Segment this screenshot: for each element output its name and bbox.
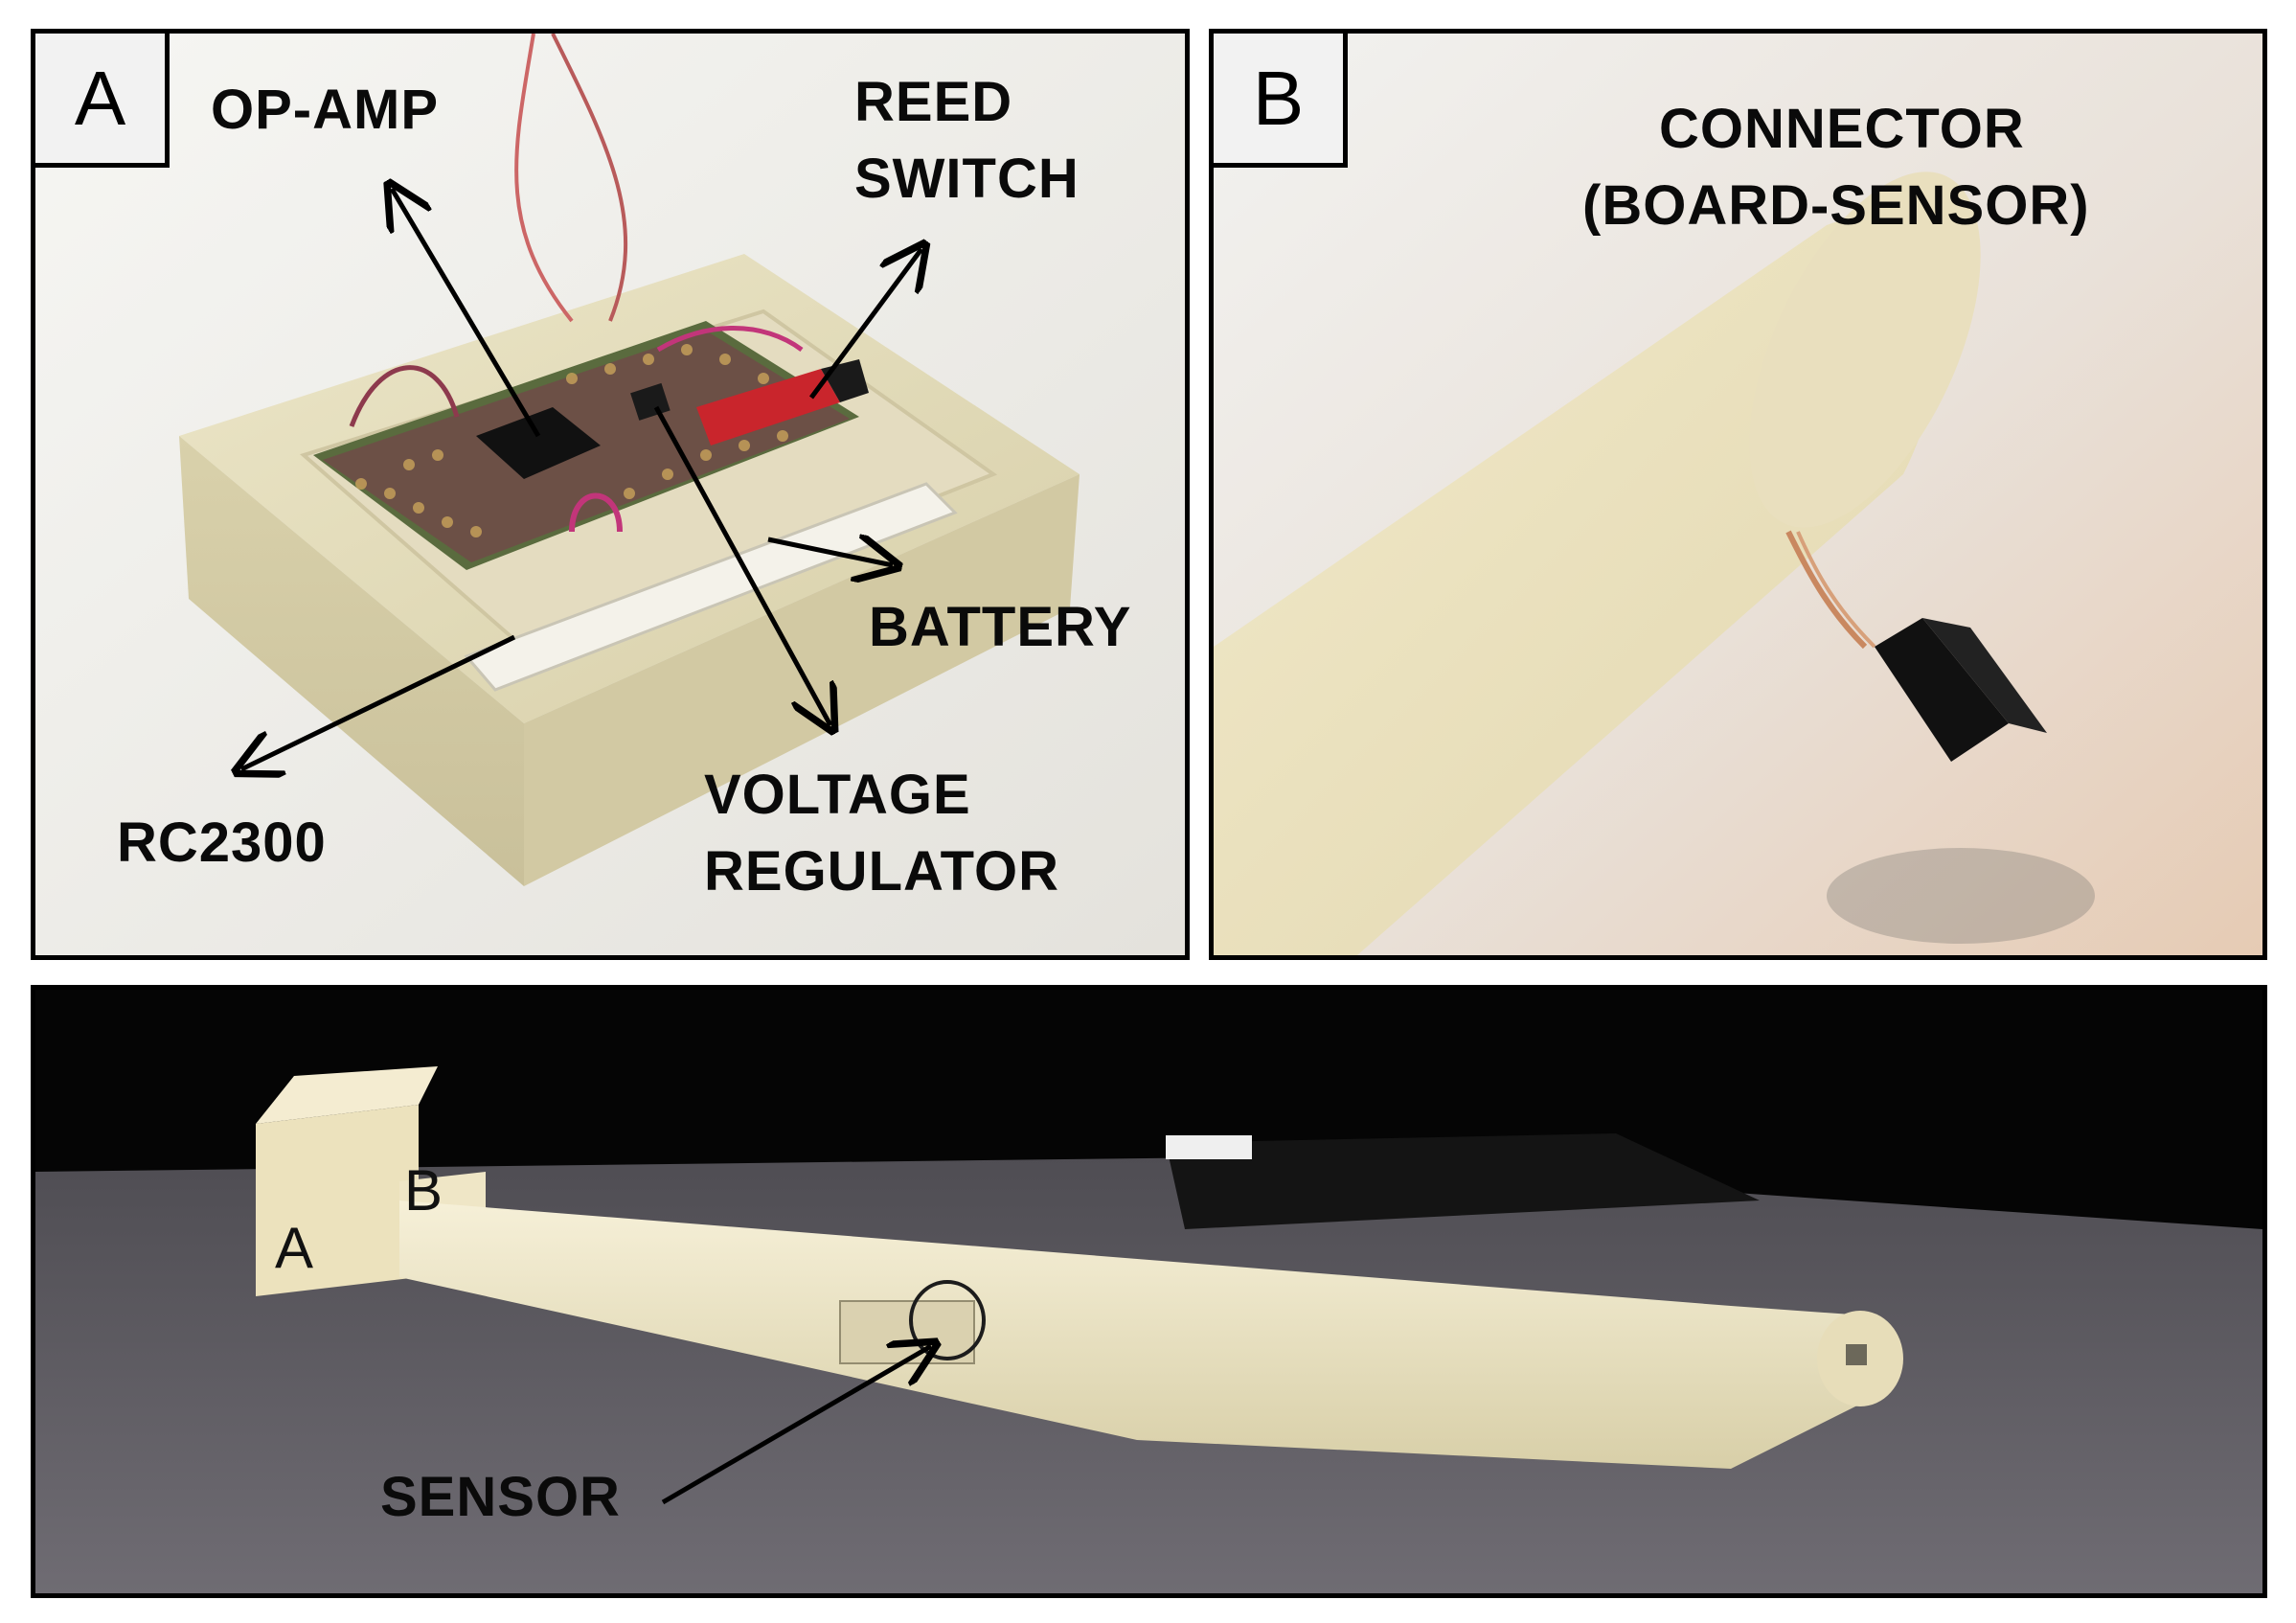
label-rc2300: RC2300: [117, 812, 327, 874]
label-op-amp: OP-AMP: [211, 79, 439, 141]
panel-c: A B SENSOR: [31, 985, 2267, 1598]
label-block-a: A: [275, 1216, 314, 1280]
label-connector-line-1: CONNECTOR: [1659, 98, 2025, 160]
panel-c-arrows: [661, 990, 2262, 1505]
panel-b: B CONNECTOR (BOARD-SENSOR): [1209, 29, 2267, 960]
label-voltage-line-1: VOLTAGE: [704, 764, 971, 826]
panel-a-arrows: [35, 34, 1185, 955]
label-reed-switch-line-2: SWITCH: [854, 148, 1080, 210]
arrow-rc2300: [241, 634, 516, 769]
label-battery: BATTERY: [869, 596, 1132, 658]
arrow-battery: [767, 539, 893, 565]
arrow-voltage-regulator: [653, 405, 830, 725]
label-connector-line-2: (BOARD-SENSOR): [1582, 174, 2090, 237]
panel-b-photo: [1214, 34, 2262, 955]
arrow-reed-switch: [808, 249, 921, 400]
label-voltage-line-2: REGULATOR: [704, 840, 1059, 903]
panel-c-photo: [35, 990, 2262, 1593]
arrow-sensor: [661, 1346, 931, 1505]
panel-b-badge: B: [1214, 34, 1348, 168]
label-sensor: SENSOR: [380, 1466, 621, 1528]
panel-a: A OP-AMP REED SWITCH BATTERY VOLTAGE REG…: [31, 29, 1190, 960]
label-reed-switch-line-1: REED: [854, 71, 1013, 133]
arrow-op-amp: [392, 189, 541, 438]
panel-a-badge: A: [35, 34, 170, 168]
label-block-b: B: [404, 1158, 443, 1223]
